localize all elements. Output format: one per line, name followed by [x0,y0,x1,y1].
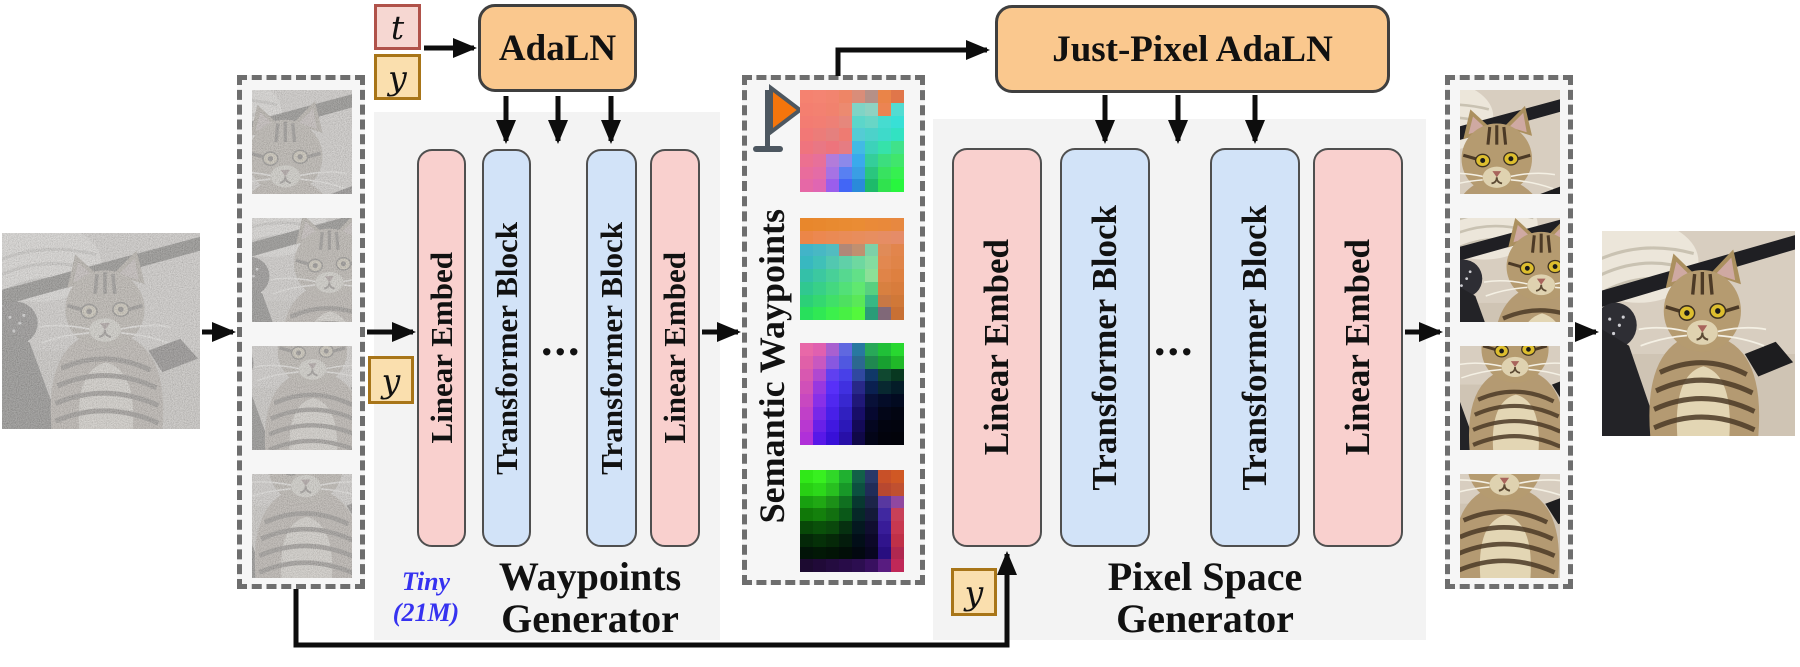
output-patch-2 [1460,218,1560,322]
ellipsis: ... [1154,314,1195,365]
flag-icon [753,84,804,152]
noisy-patch-2 [252,218,352,322]
adaln-box: AdaLN [478,4,637,92]
output-patch-1 [1460,90,1560,194]
noisy-input-image [2,233,200,429]
transformer-block: Transformer Block [586,149,637,547]
y-label: y [388,57,407,97]
noisy-patch-3 [252,346,352,450]
linear-embed-block: Linear Embed [417,149,466,547]
output-patch-4 [1460,474,1560,578]
just-pixel-adaln-box: Just-Pixel AdaLN [995,5,1390,93]
ellipsis: ... [541,314,582,365]
waypoint-image-1 [800,90,904,192]
waypoint-image-4 [800,470,904,572]
t-label: t [390,7,405,47]
transformer-block: Transformer Block [1210,148,1300,547]
transformer-block: Transformer Block [1060,148,1150,547]
just-pixel-adaln-label: Just-Pixel AdaLN [1052,28,1333,70]
linear-embed-block: Linear Embed [1313,148,1403,547]
pixel-space-generator-title: Pixel Space Generator [1107,554,1303,641]
linear-embed-block: Linear Embed [650,149,700,547]
noisy-patches-box [237,75,365,589]
noisy-patch-1 [252,90,352,194]
waypoints-generator-title: Waypoints Generator [498,554,682,641]
generated-output-image [1602,231,1795,436]
semantic-waypoints-label: Semantic Waypoints [752,208,792,524]
output-patches-box [1445,75,1573,589]
transformer-block: Transformer Block [482,149,531,547]
t-input-box: t [374,4,421,50]
y-input-box-pixel: y [951,568,997,616]
output-patch-3 [1460,346,1560,450]
y-input-box-waypoints: y [368,356,414,404]
linear-embed-block: Linear Embed [952,148,1042,547]
waypoint-image-2 [800,218,904,320]
adaln-label: AdaLN [498,27,617,69]
y-input-box-top: y [374,54,421,100]
noisy-patch-4 [252,474,352,578]
waypoint-image-3 [800,343,904,445]
arrow-semantic-to-jp-adaln [835,40,990,76]
